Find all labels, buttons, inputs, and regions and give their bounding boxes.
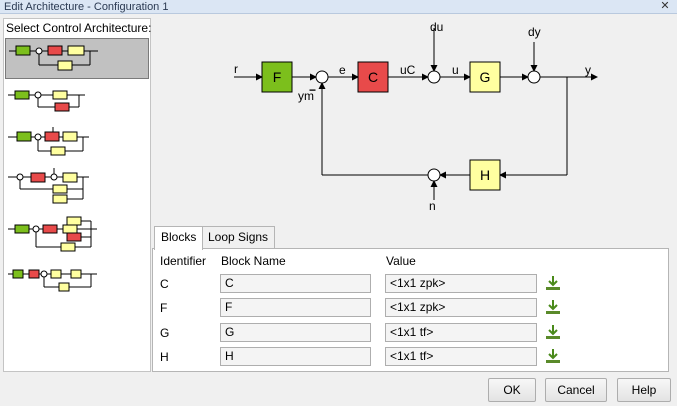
signal-y-label: y (585, 63, 591, 77)
window-title: Edit Architecture - Configuration 1 (4, 1, 169, 13)
architecture-6-icon (8, 269, 97, 292)
signal-du-label: du (430, 20, 443, 34)
block-f-label: F (273, 69, 282, 85)
block-h-label: H (480, 167, 490, 183)
block-settings-panel: Blocks Loop Signs Identifier Block Name … (152, 226, 669, 372)
signal-e-label: e (339, 63, 346, 77)
title-bar: Edit Architecture - Configuration 1 ✕ (0, 0, 677, 14)
import-value-icon[interactable] (544, 323, 562, 341)
cancel-button[interactable]: Cancel (545, 378, 607, 402)
architecture-2-icon (8, 90, 85, 112)
signal-uc-label: uC (400, 63, 416, 77)
row-identifier: H (160, 350, 169, 364)
negative-sign: − (309, 83, 316, 97)
block-g-label: G (480, 69, 491, 85)
sum-junction-input (427, 70, 441, 84)
block-value-field[interactable]: <1x1 tf> (385, 323, 537, 342)
row-identifier: C (160, 277, 169, 291)
import-value-icon[interactable] (544, 298, 562, 316)
block-g[interactable] (469, 61, 501, 93)
architecture-5-icon (8, 216, 97, 252)
block-diagram-canvas: F C G H r e uC u y du dy ym n − (234, 20, 598, 213)
block-h[interactable] (469, 159, 501, 191)
tab-blocks[interactable]: Blocks (154, 226, 204, 250)
signal-dy-label: dy (528, 25, 541, 39)
architecture-4-icon (8, 168, 89, 204)
block-name-header: Block Name (221, 254, 286, 268)
block-value-field[interactable]: <1x1 zpk> (385, 298, 537, 317)
architecture-option-6[interactable] (5, 265, 149, 295)
block-c-label: C (368, 69, 378, 85)
sum-junction-noise (427, 168, 441, 182)
tab-loop-signs[interactable]: Loop Signs (201, 226, 276, 248)
architecture-option-1[interactable] (5, 38, 149, 79)
row-identifier: F (160, 301, 168, 315)
blocks-table: Identifier Block Name Value C C <1x1 zpk… (152, 248, 669, 372)
block-name-field[interactable]: H (220, 347, 371, 366)
architecture-option-3[interactable] (5, 123, 149, 161)
help-button[interactable]: Help (617, 378, 671, 402)
architecture-option-4[interactable] (5, 165, 149, 207)
architecture-list-title: Select Control Architecture: (6, 21, 152, 35)
signal-r-label: r (234, 62, 238, 76)
block-diagram: F C G H r e uC u y du dy ym n − (152, 18, 674, 224)
import-value-icon[interactable] (544, 347, 562, 365)
signal-u-label: u (452, 63, 459, 77)
architecture-1-icon (9, 45, 98, 71)
close-button[interactable]: ✕ (660, 0, 670, 12)
architecture-list: Select Control Architecture: (3, 18, 151, 372)
block-name-field[interactable]: G (220, 323, 371, 342)
sum-junction-error (315, 70, 329, 84)
row-identifier: G (160, 326, 170, 340)
architecture-3-icon (8, 127, 89, 156)
ok-button[interactable]: OK (488, 378, 536, 402)
import-value-icon[interactable] (544, 274, 562, 292)
block-name-field[interactable]: F (220, 298, 371, 317)
architecture-option-5[interactable] (5, 211, 149, 259)
block-f[interactable] (261, 61, 293, 93)
block-c[interactable] (357, 61, 389, 93)
block-value-field[interactable]: <1x1 tf> (385, 347, 537, 366)
sum-junction-output (527, 70, 541, 84)
identifier-header: Identifier (160, 254, 207, 268)
block-name-field[interactable]: C (220, 274, 371, 293)
signal-n-label: n (429, 199, 436, 213)
block-value-field[interactable]: <1x1 zpk> (385, 274, 537, 293)
value-header: Value (386, 254, 416, 268)
signal-ym-label: ym (298, 89, 314, 103)
architecture-option-2[interactable] (5, 87, 149, 117)
